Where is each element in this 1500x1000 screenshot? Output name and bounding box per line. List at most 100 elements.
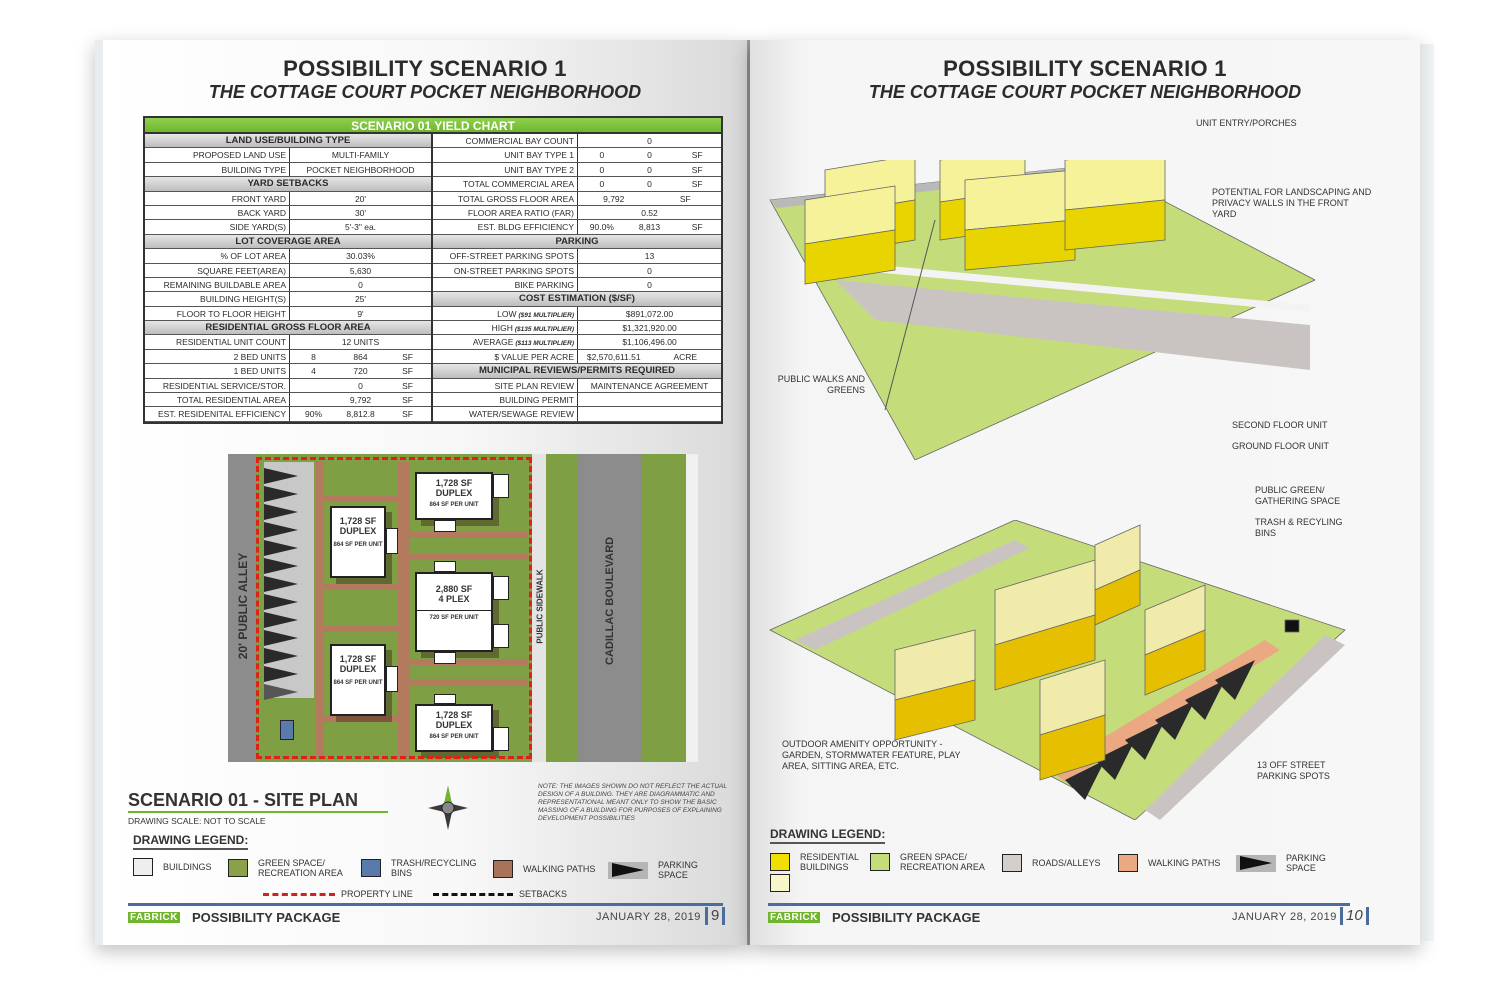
footer-title: FABRICK POSSIBILITY PACKAGE (128, 910, 341, 925)
right-page: POSSIBILITY SCENARIO 1 THE COTTAGE COURT… (750, 40, 1434, 945)
yield-row-label: SITE PLAN REVIEW (433, 378, 578, 393)
footer-title: FABRICK POSSIBILITY PACKAGE (768, 910, 981, 925)
yield-row-label: HIGH($135 MULTIPLIER) (433, 321, 578, 335)
yield-row-label: SIDE YARD(S) (145, 220, 290, 234)
yield-row-values: $1,321,920.00 (622, 323, 677, 334)
yield-row-values: 30.03% (346, 251, 375, 262)
yield-row-label: OFF-STREET PARKING SPOTS (433, 249, 578, 263)
legend-buildings: BUILDINGS (133, 858, 212, 876)
isometric-view-rear (769, 520, 1346, 820)
yield-row-label: PROPOSED LAND USE (145, 148, 290, 162)
yield-row-values: MAINTENANCE AGREEMENT (590, 380, 709, 391)
legend-parking: PARKING SPACE (1236, 853, 1336, 873)
yield-row-label: BACK YARD (145, 205, 290, 220)
yield-row: PROPOSED LAND USE MULTI-FAMILY (145, 148, 431, 163)
yield-row-label: WATER/SEWAGE REVIEW (433, 407, 578, 421)
trash-bins (280, 720, 294, 740)
yield-row-label: BUILDING HEIGHT(S) (145, 292, 290, 306)
green-swatch (228, 859, 248, 877)
legend-setbacks: SETBACKS (433, 889, 567, 899)
yield-row-label: BUILDING PERMIT (433, 393, 578, 407)
yield-section-header: YARD SETBACKS (145, 177, 431, 192)
buildings-swatch (133, 858, 153, 876)
legend-green-space: GREEN SPACE/ RECREATION AREA (870, 852, 1000, 872)
residential-swatch (770, 853, 790, 871)
building-duplex: 1,728 SF DUPLEX 864 SF PER UNIT (415, 472, 493, 520)
yield-row-values: 25' (354, 294, 367, 305)
yield-row-values: $891,072.00 (625, 308, 674, 319)
yield-row: WATER/SEWAGE REVIEW (433, 407, 721, 422)
compass-rose-icon (428, 786, 468, 830)
yield-row: FLOOR AREA RATIO (FAR)0.52 (433, 205, 721, 221)
yield-row: SIDE YARD(S) 5'-3" ea. (145, 220, 431, 235)
yield-chart-header: SCENARIO 01 YIELD CHART (145, 118, 721, 134)
callout-public-green: PUBLIC GREEN/ GATHERING SPACE (1255, 485, 1341, 506)
page-number: 9 (705, 907, 726, 925)
callout-ground-floor: GROUND FLOOR UNIT (1232, 441, 1330, 451)
page-number: 10 (1340, 907, 1369, 925)
legend-parking: PARKING SPACE (608, 860, 703, 880)
yield-row-values: 20' (354, 193, 367, 204)
building-4plex: 2,880 SF 4 PLEX 720 SF PER UNIT (415, 572, 493, 652)
legend-walking-paths: WALKING PATHS (1118, 854, 1220, 872)
legend-walking-paths: WALKING PATHS (493, 860, 595, 878)
yield-row-values: $1,106,496.00 (622, 337, 677, 348)
fabrick-logo: FABRICK (128, 912, 180, 923)
yield-row-values: 12 UNITS (341, 337, 380, 348)
yield-row-label: 2 BED UNITS (145, 349, 290, 364)
yield-section-header: MUNICIPAL REVIEWS/PERMITS REQUIRED (433, 364, 721, 379)
yield-row: RESIDENTIAL UNIT COUNT 12 UNITS (145, 335, 431, 350)
parking-swatch (1236, 854, 1276, 872)
yield-row-label: $ VALUE PER ACRE (433, 349, 578, 364)
yield-row-values: 30' (354, 207, 367, 218)
yield-row-values: 0.52 (641, 207, 658, 218)
footer-rule (768, 903, 1350, 906)
fabrick-logo: FABRICK (768, 912, 820, 923)
yield-row-values (578, 393, 721, 406)
yield-row-label: 1 BED UNITS (145, 364, 290, 378)
yield-row-values: 5'-3" ea. (344, 222, 377, 233)
page-title: POSSIBILITY SCENARIO 1 (943, 56, 1227, 81)
yield-row-label: SQUARE FEET(AREA) (145, 263, 290, 277)
path-swatch (1118, 854, 1138, 872)
yield-row-label: EST. BLDG EFFICIENCY (433, 220, 578, 234)
disclaimer-note: NOTE: THE IMAGES SHOWN DO NOT REFLECT TH… (538, 783, 727, 822)
left-page: POSSIBILITY SCENARIO 1 THE COTTAGE COURT… (95, 40, 747, 945)
yield-row: AVERAGE($113 MULTIPLIER)$1,106,496.00 (433, 335, 721, 350)
building-duplex: 1,728 SF DUPLEX 864 SF PER UNIT (415, 704, 493, 752)
yield-section-header: COST ESTIMATION ($/SF) (433, 292, 721, 307)
page-title: POSSIBILITY SCENARIO 1 (283, 56, 567, 81)
yield-row-values: 5,630 (349, 265, 372, 276)
yield-row-values: 0 (647, 136, 652, 146)
yield-row-values: 0 (358, 279, 363, 290)
legend-title: DRAWING LEGEND: (133, 833, 249, 850)
yield-row-label: RESIDENTIAL UNIT COUNT (145, 335, 290, 349)
yield-row-values: 0 (647, 265, 652, 276)
public-alley (228, 454, 256, 762)
roads-swatch (1002, 854, 1022, 872)
callout-public-walks: PUBLIC WALKS AND GREENS (777, 374, 865, 395)
site-plan: 20' PUBLIC ALLEY 1,728 SF DUPLEX 864 SF … (228, 454, 698, 762)
callout-second-floor: SECOND FLOOR UNIT (1232, 420, 1328, 430)
yield-row-values: MULTI-FAMILY (331, 150, 390, 161)
yield-row-label: ON-STREET PARKING SPOTS (433, 263, 578, 277)
